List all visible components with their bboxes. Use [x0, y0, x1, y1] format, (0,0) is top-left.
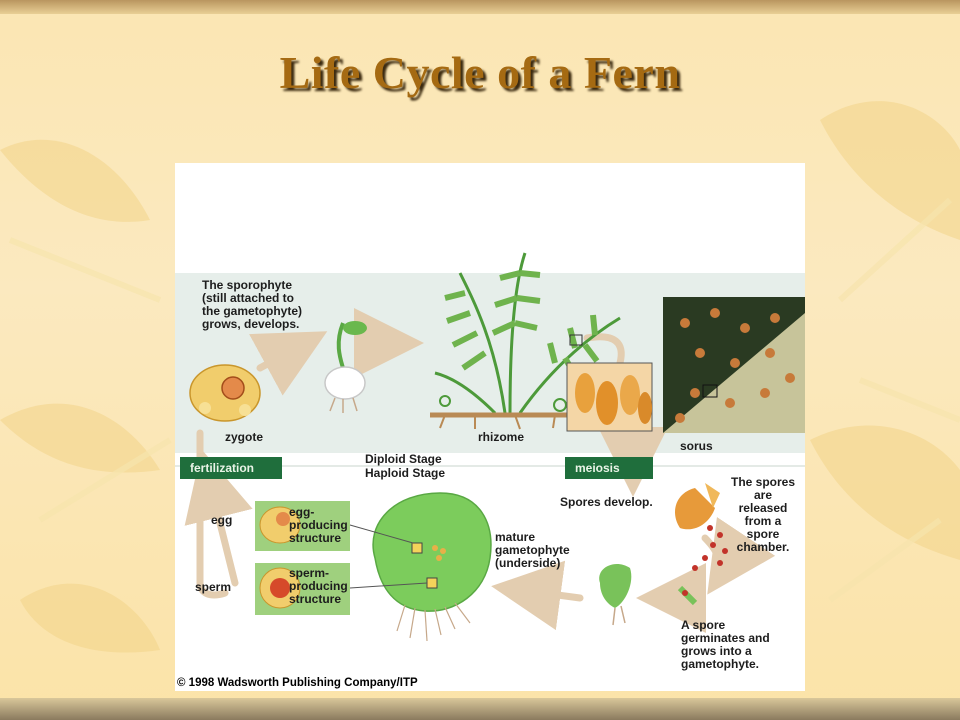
spore-release-illustration [675, 483, 728, 571]
egg-structure-illustration [255, 501, 350, 551]
sorus-label: sorus [680, 439, 713, 453]
bottom-band [0, 698, 960, 720]
mature-gametophyte-illustration [372, 492, 492, 642]
sorus-photo [663, 297, 805, 433]
mature-fern-illustration [430, 252, 621, 430]
fern-diagram-panel: The sporophyte (still attached to the ga… [175, 163, 805, 691]
top-band [0, 0, 960, 14]
copyright-notice: © 1998 Wadsworth Publishing Company/ITP [175, 675, 467, 691]
egg-label: egg [211, 513, 233, 527]
sperm-structure-label: sperm- producing structure [289, 566, 348, 606]
sperm-label: sperm [195, 580, 232, 594]
diploid-stage-label: Diploid Stage [365, 452, 442, 466]
haploid-stage-label: Haploid Stage [365, 466, 446, 480]
zygote-illustration [189, 364, 261, 422]
spores-develop-label: Spores develop. [560, 495, 653, 509]
zygote-label: zygote [225, 430, 264, 444]
young-sporophyte-illustration [324, 321, 367, 413]
slide-title: Life Cycle of a Fern [279, 47, 681, 98]
meiosis-bar: meiosis [565, 457, 653, 479]
diagram-artwork [175, 252, 805, 642]
mature-gametophyte-label: mature gametophyte (underside) [495, 530, 570, 570]
fertilization-bar: fertilization [180, 457, 282, 479]
sporophyte-label: The sporophyte (still attached to the ga… [202, 278, 303, 331]
rhizome-label: rhizome [478, 430, 525, 444]
spore-germinates-label: A spore germinates and grows into a game… [681, 618, 770, 671]
egg-structure-label: egg- producing structure [289, 505, 348, 545]
sporangia-closeup [566, 362, 653, 432]
young-gametophyte-illustration [599, 563, 698, 626]
spores-released-label: The spores are released from a spore cha… [730, 475, 796, 554]
sperm-structure-illustration [255, 563, 350, 615]
